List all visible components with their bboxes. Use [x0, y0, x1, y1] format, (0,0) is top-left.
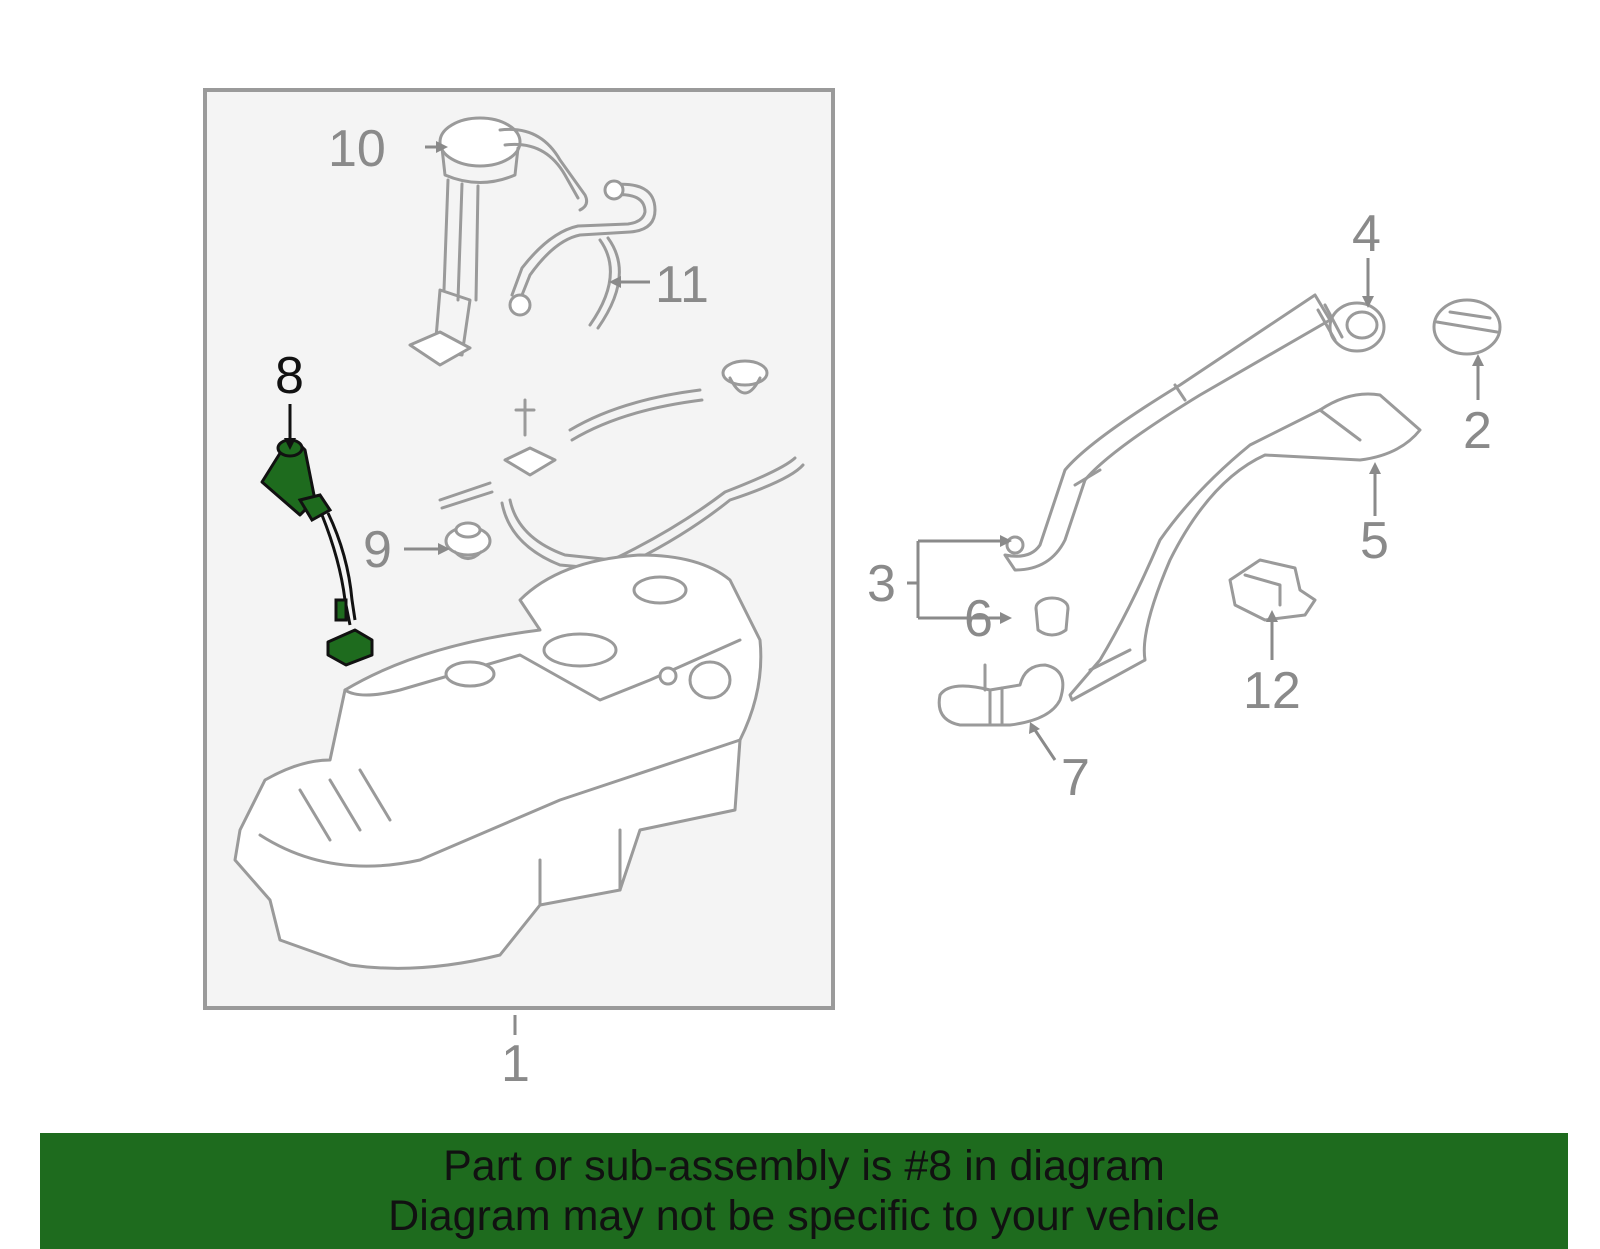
part-6-grommet[interactable]	[1034, 596, 1070, 637]
callout-5: 5	[1360, 512, 1389, 570]
callout-7: 7	[1061, 749, 1090, 807]
callout-4: 4	[1352, 205, 1381, 263]
part-1-fuel-tank[interactable]	[233, 553, 763, 970]
callout-11: 11	[655, 256, 709, 314]
part-11-fuel-line[interactable]	[508, 179, 657, 330]
callout-8: 8	[275, 347, 304, 405]
part-5-splash-shield[interactable]	[1068, 392, 1422, 702]
callout-10: 10	[328, 120, 386, 178]
info-banner: Part or sub-assembly is #8 in diagram Di…	[40, 1133, 1568, 1249]
callout-9: 9	[363, 521, 392, 579]
part-10-fuel-pump[interactable]	[408, 116, 589, 367]
part-4-filler-neck[interactable]	[1003, 293, 1386, 572]
part-12-bracket[interactable]	[1228, 558, 1317, 622]
callout-6: 6	[964, 590, 993, 648]
leader-lines	[284, 141, 1484, 1035]
callout-12: 12	[1243, 662, 1301, 720]
part-2-fuel-cap[interactable]	[1432, 298, 1502, 356]
part-7-hose[interactable]	[937, 663, 1065, 727]
callout-3: 3	[867, 555, 896, 613]
callout-1: 1	[501, 1035, 530, 1093]
banner-line-1: Part or sub-assembly is #8 in diagram	[443, 1142, 1165, 1190]
part-8-sensor-harness[interactable]	[260, 438, 374, 667]
vent-lines[interactable]	[438, 359, 805, 572]
banner-line-2: Diagram may not be specific to your vehi…	[388, 1192, 1220, 1240]
callout-2: 2	[1463, 402, 1492, 460]
part-9-valve[interactable]	[444, 521, 492, 560]
